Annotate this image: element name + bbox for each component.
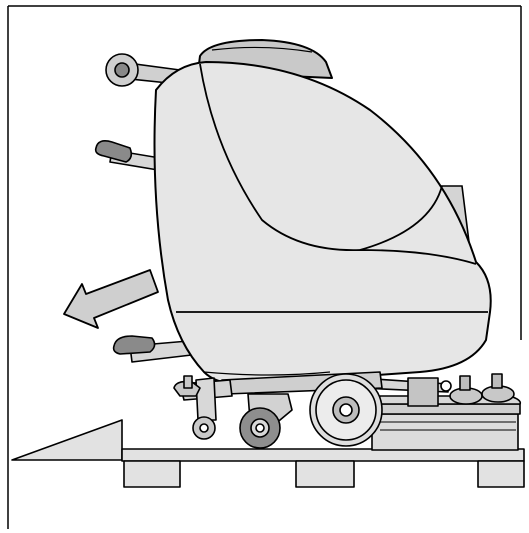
deck-base — [371, 413, 519, 451]
ramp — [11, 419, 123, 461]
pallet-block-left — [123, 460, 181, 488]
front-caster-fork — [195, 377, 217, 421]
pallet-block-right — [477, 460, 525, 488]
mid-handle-grip — [94, 140, 133, 163]
arrow-left-down-icon — [63, 269, 159, 329]
frame-border — [7, 5, 522, 529]
scrub-deck — [359, 373, 522, 451]
machine-body — [153, 39, 492, 386]
chassis — [173, 371, 383, 449]
main-shell — [153, 61, 492, 386]
pallet — [11, 419, 525, 488]
pedal-grip — [112, 335, 156, 355]
controls — [94, 53, 201, 363]
pallet-block-middle — [295, 460, 355, 488]
